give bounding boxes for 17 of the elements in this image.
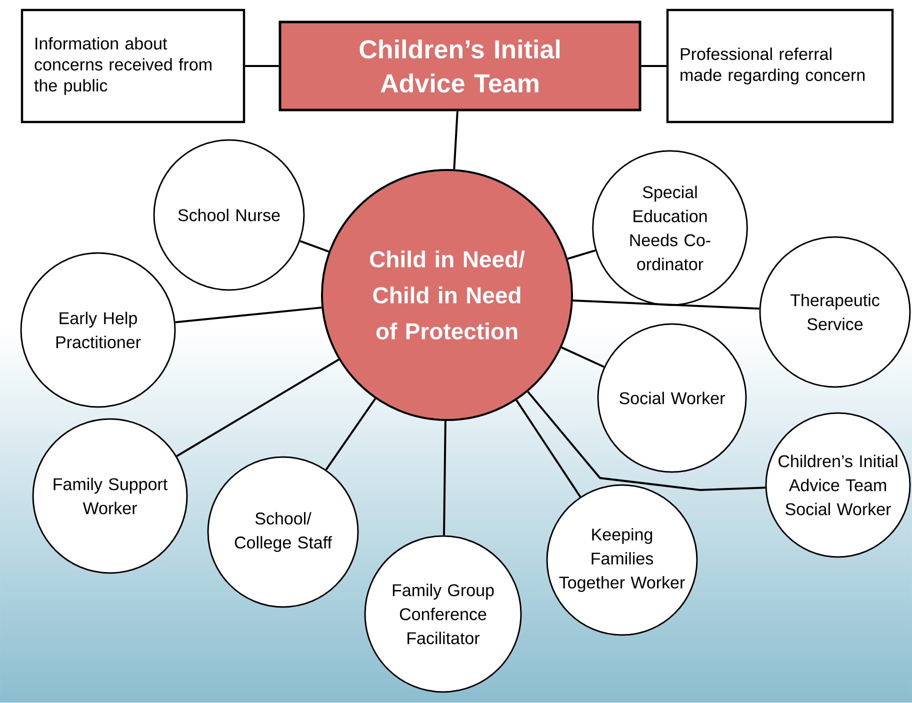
text-box: Professional referral made regarding concern: [666, 8, 894, 124]
connector-line: [516, 400, 582, 498]
connector-line: [175, 306, 322, 324]
connector-line: [245, 65, 279, 67]
connector-line: [443, 420, 446, 536]
connector-line: [572, 300, 760, 310]
connector-line: [453, 111, 458, 170]
connector-line: [567, 249, 596, 260]
connector-line: [527, 391, 766, 491]
connector-line: [561, 346, 604, 368]
connector-line: [300, 240, 330, 253]
title-box: Children’s Initial Advice Team: [278, 20, 642, 112]
connector-line: [176, 358, 340, 458]
text-box: Information about concerns received from the public: [20, 8, 246, 124]
connector-line: [325, 398, 376, 470]
node-label: Therapeutic Service: [790, 294, 880, 330]
connector-line: [641, 65, 666, 67]
